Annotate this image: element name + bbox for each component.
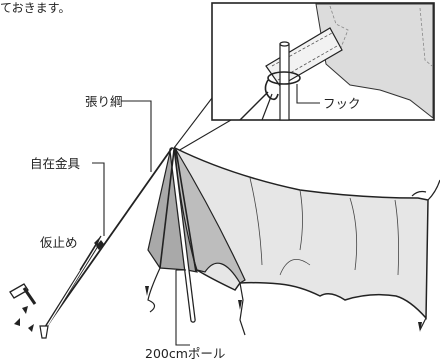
hammer-icon bbox=[9, 283, 37, 332]
top-text-fragment: ておきます。 bbox=[0, 1, 70, 15]
label-tensioner: 自在金具 bbox=[30, 156, 81, 171]
label-hook: フック bbox=[323, 96, 361, 111]
label-temporary-stop: 仮止め bbox=[40, 235, 78, 250]
label-pole: 200cmポール bbox=[145, 346, 225, 361]
callout-guy-rope: 張り綱 bbox=[85, 94, 152, 172]
callout-tensioner: 自在金具 bbox=[30, 156, 105, 236]
hook-pointer bbox=[296, 84, 320, 104]
guy-rope bbox=[39, 147, 173, 339]
label-guy-rope: 張り綱 bbox=[85, 94, 123, 109]
hook-detail-inset: フック bbox=[211, 2, 435, 121]
inset-connector bbox=[177, 119, 232, 152]
inset-connector bbox=[173, 97, 213, 149]
poles bbox=[159, 147, 197, 323]
callout-temporary-stop: 仮止め bbox=[40, 235, 78, 250]
callout-pole: 200cmポール bbox=[145, 269, 225, 361]
